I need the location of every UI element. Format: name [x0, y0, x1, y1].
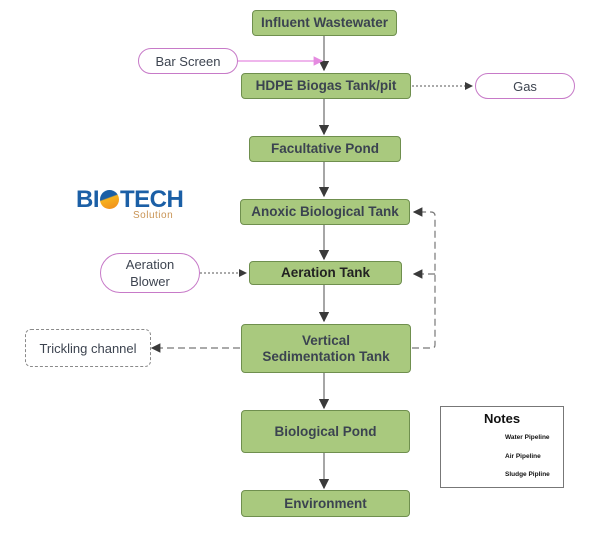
logo-globe-icon — [100, 190, 119, 209]
pill-label: Aeration Blower — [125, 257, 175, 289]
output-gas[interactable]: Gas — [475, 73, 575, 99]
node-environment[interactable]: Environment — [241, 490, 410, 517]
node-label: Vertical Sedimentation Tank — [262, 332, 390, 364]
biotech-logo: BI TECH Solution — [76, 186, 188, 224]
pill-label: Bar Screen — [155, 53, 221, 69]
node-label: Environment — [284, 495, 367, 511]
node-biological-pond[interactable]: Biological Pond — [241, 410, 410, 453]
logo-wordmark: BI TECH — [76, 186, 184, 214]
legend-air-label: Air Pipeline — [505, 453, 541, 460]
node-facultative-pond[interactable]: Facultative Pond — [249, 136, 401, 162]
node-label: Aeration Tank — [280, 265, 370, 280]
box-label: Trickling channel — [39, 340, 137, 356]
input-aeration-blower[interactable]: Aeration Blower — [100, 253, 200, 293]
notes-legend: Notes Water Pipeline Air Pipeline Sludge… — [440, 406, 564, 488]
node-anoxic-biological-tank[interactable]: Anoxic Biological Tank — [240, 199, 410, 225]
node-label: Influent Wastewater — [260, 15, 389, 30]
pill-label: Gas — [513, 78, 537, 94]
node-label: Facultative Pond — [270, 141, 380, 156]
output-trickling-channel[interactable]: Trickling channel — [25, 329, 151, 367]
node-influent-wastewater[interactable]: Influent Wastewater — [252, 10, 397, 36]
logo-subtitle: Solution — [133, 210, 174, 221]
node-label: HDPE Biogas Tank/pit — [255, 78, 397, 93]
notes-title: Notes — [483, 411, 521, 426]
sludge-return-to-anoxic — [412, 207, 436, 349]
node-label: Biological Pond — [274, 423, 377, 439]
input-bar-screen[interactable]: Bar Screen — [138, 48, 238, 74]
legend-sludge-label: Sludge Pipline — [505, 471, 550, 478]
node-label: Anoxic Biological Tank — [251, 204, 399, 219]
logo-text-right: TECH — [120, 186, 184, 213]
node-hdpe-biogas-tank[interactable]: HDPE Biogas Tank/pit — [241, 73, 411, 99]
node-aeration-tank[interactable]: Aeration Tank — [249, 261, 402, 285]
node-vertical-sedimentation-tank[interactable]: Vertical Sedimentation Tank — [241, 324, 411, 373]
legend-water-label: Water Pipeline — [505, 434, 550, 441]
logo-text-left: BI — [76, 186, 100, 213]
